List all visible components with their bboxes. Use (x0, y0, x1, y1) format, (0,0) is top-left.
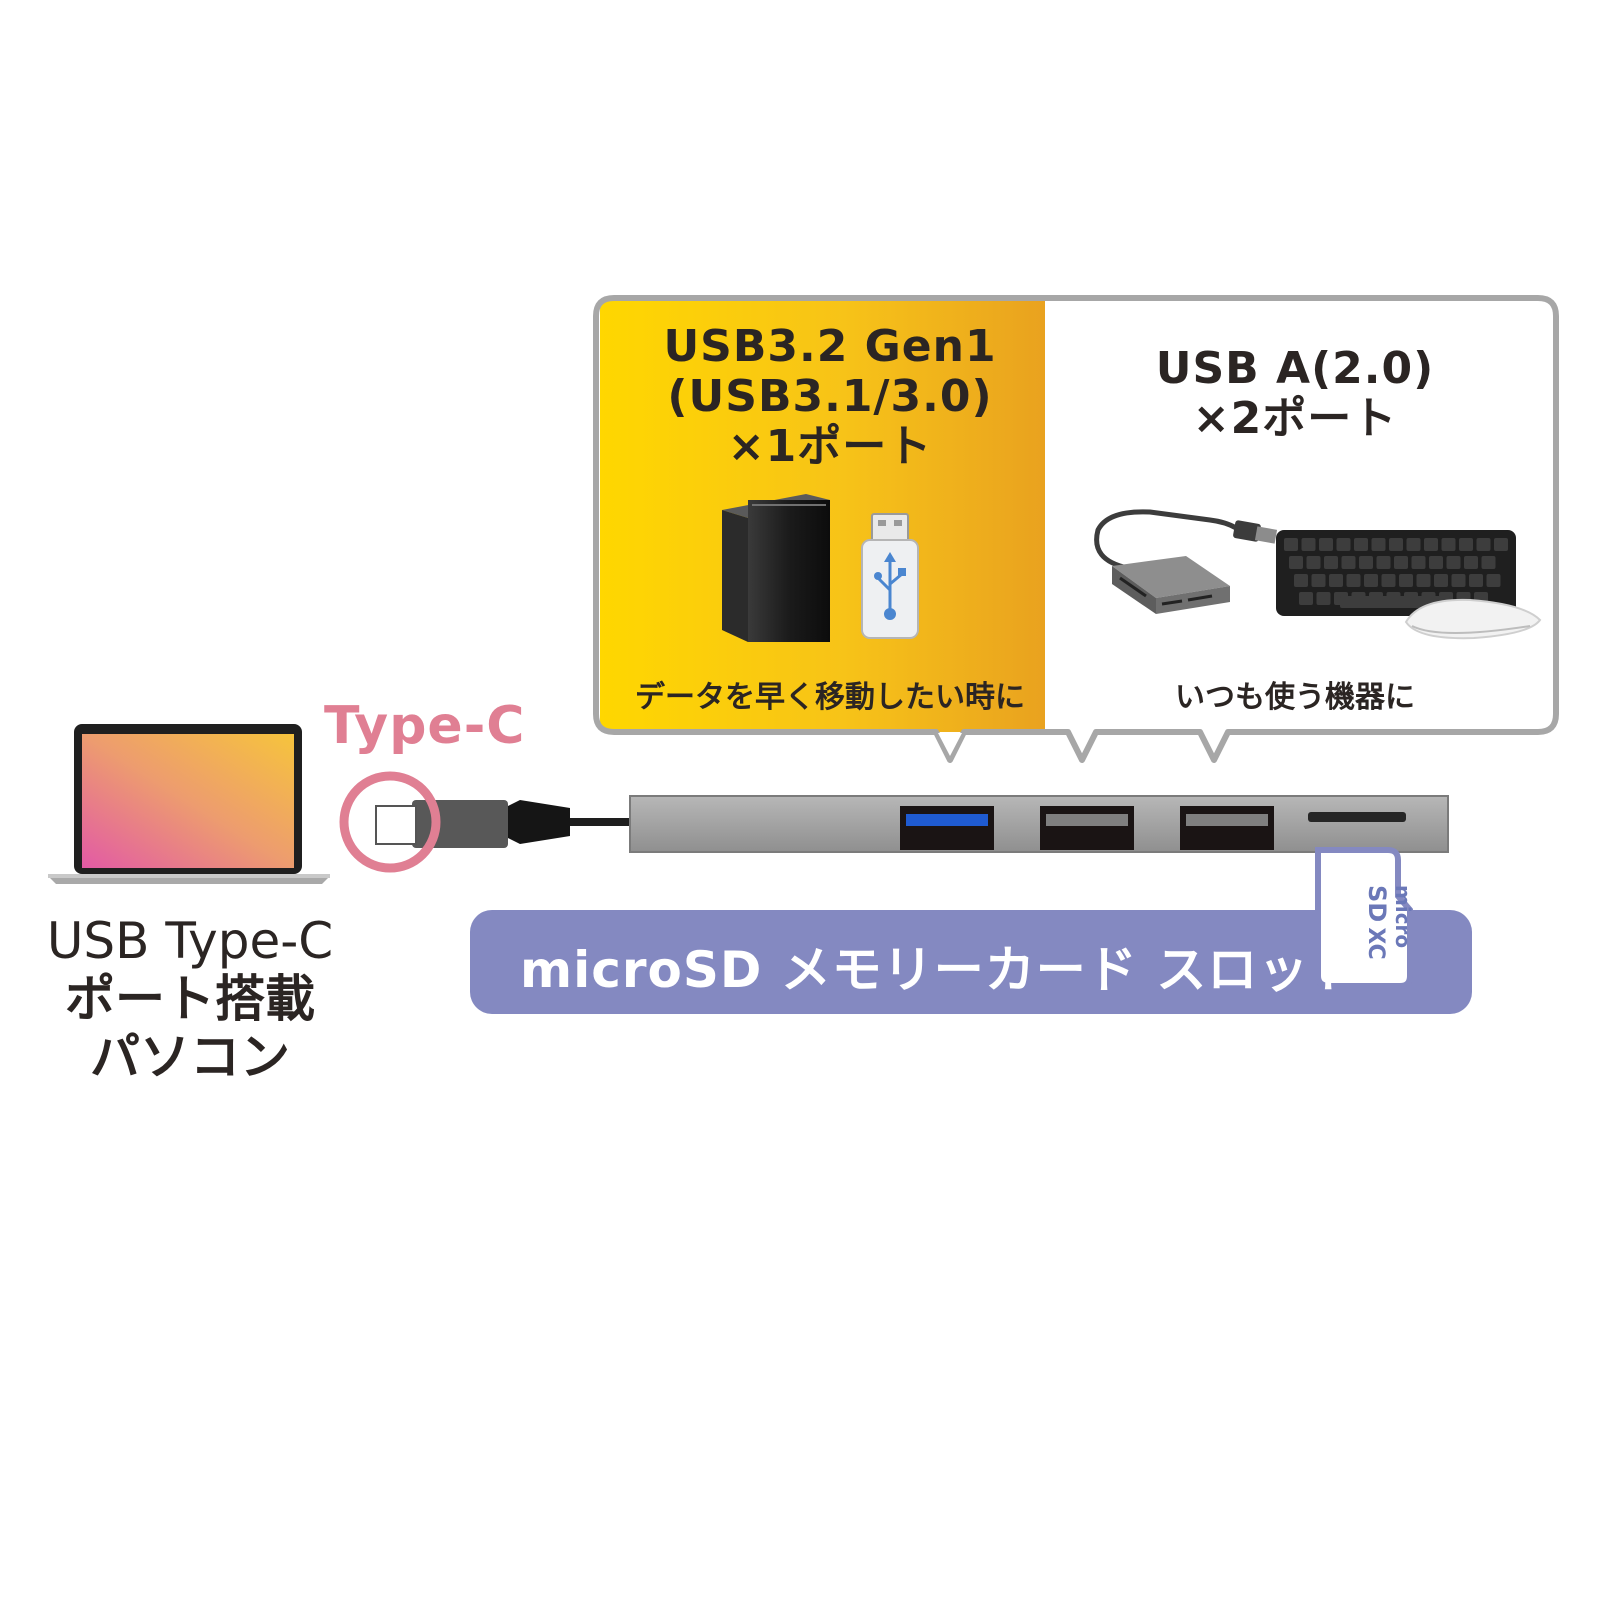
usb2-port-2 (1180, 806, 1274, 850)
keyboard-spacebar (1340, 596, 1450, 608)
callout-border (593, 295, 1559, 763)
microsd-slot-label: microSD メモリーカード スロット (520, 941, 1361, 999)
keyboard-key (1289, 556, 1303, 569)
keyboard-key (1394, 556, 1408, 569)
keyboard-key (1469, 574, 1483, 587)
type-c-label: Type-C (324, 696, 526, 756)
keyboard-key (1341, 556, 1356, 569)
microsd-label-bar (470, 910, 1472, 1014)
keyboard-key (1411, 556, 1426, 569)
keyboard-key (1284, 538, 1298, 551)
type-c-highlight-ring (339, 771, 441, 873)
microsd-slot (1308, 812, 1406, 822)
keyboard-key (1406, 538, 1421, 551)
usb3-title-line: USB3.2 Gen1 (663, 321, 997, 372)
computer-label-line: USB Type-C (46, 912, 334, 970)
keyboard-key (1346, 574, 1361, 587)
usb-flash-drive-icon (861, 513, 919, 639)
usba-callout-title: USB A(2.0) ×2ポート (1060, 344, 1530, 444)
keyboard-key (1399, 574, 1413, 587)
computer-label-line: ポート搭載 (65, 970, 315, 1028)
usb3-title-line: (USB3.1/3.0) (667, 371, 993, 422)
keyboard-key (1464, 556, 1478, 569)
keyboard-key (1359, 556, 1373, 569)
keyboard-key (1329, 574, 1343, 587)
keyboard-key (1311, 574, 1326, 587)
keyboard-key (1324, 556, 1338, 569)
keyboard-key (1354, 538, 1368, 551)
microsd-brand-xc: XC (1363, 927, 1388, 960)
keyboard-key (1429, 556, 1443, 569)
microsd-brand-sd: SD (1363, 885, 1391, 923)
keyboard-key (1446, 556, 1461, 569)
computer-label-line: パソコン (90, 1028, 290, 1086)
laptop-icon (48, 724, 330, 884)
external-hdd-icon (722, 494, 830, 642)
type-c-cable (375, 800, 630, 848)
keyboard-key (1481, 556, 1496, 569)
microsd-card-icon (1315, 847, 1413, 989)
keyboard-key (1424, 538, 1438, 551)
keyboard-key (1306, 556, 1321, 569)
computer-label: USB Type-C ポート搭載 パソコン (10, 912, 370, 1086)
usba-callout-caption: いつも使う機器に (1175, 680, 1415, 715)
keyboard-key (1364, 574, 1378, 587)
keyboard-key (1494, 538, 1508, 551)
usba-title-line: USB A(2.0) (1155, 343, 1435, 394)
mouse-icon (1404, 598, 1542, 640)
keyboard-key (1381, 574, 1396, 587)
usb3-callout-title: USB3.2 Gen1 (USB3.1/3.0) ×1ポート (600, 322, 1060, 472)
usb3-port (900, 806, 994, 850)
keyboard-icon (1276, 530, 1516, 616)
keyboard-key (1319, 538, 1333, 551)
card-reader-icon (1094, 509, 1278, 614)
keyboard-key (1441, 538, 1456, 551)
usb-hub-body (629, 795, 1449, 853)
keyboard-key (1416, 574, 1431, 587)
usba-title-line: ×2ポート (1192, 393, 1398, 444)
keyboard-key (1299, 592, 1313, 605)
keyboard-key (1451, 574, 1466, 587)
keyboard-key (1336, 538, 1351, 551)
keyboard-key (1376, 556, 1391, 569)
usb3-callout-caption: データを早く移動したい時に (635, 680, 1025, 715)
keyboard-key (1301, 538, 1316, 551)
usb2-port-1 (1040, 806, 1134, 850)
keyboard-key (1371, 538, 1386, 551)
keyboard-key (1434, 574, 1448, 587)
keyboard-key (1316, 592, 1331, 605)
keyboard-key (1459, 538, 1473, 551)
microsd-brand-micro: micro (1391, 885, 1415, 949)
keyboard-key (1294, 574, 1308, 587)
keyboard-key (1476, 538, 1491, 551)
usb3-title-line: ×1ポート (727, 421, 933, 472)
keyboard-key (1486, 574, 1501, 587)
keyboard-key (1389, 538, 1403, 551)
